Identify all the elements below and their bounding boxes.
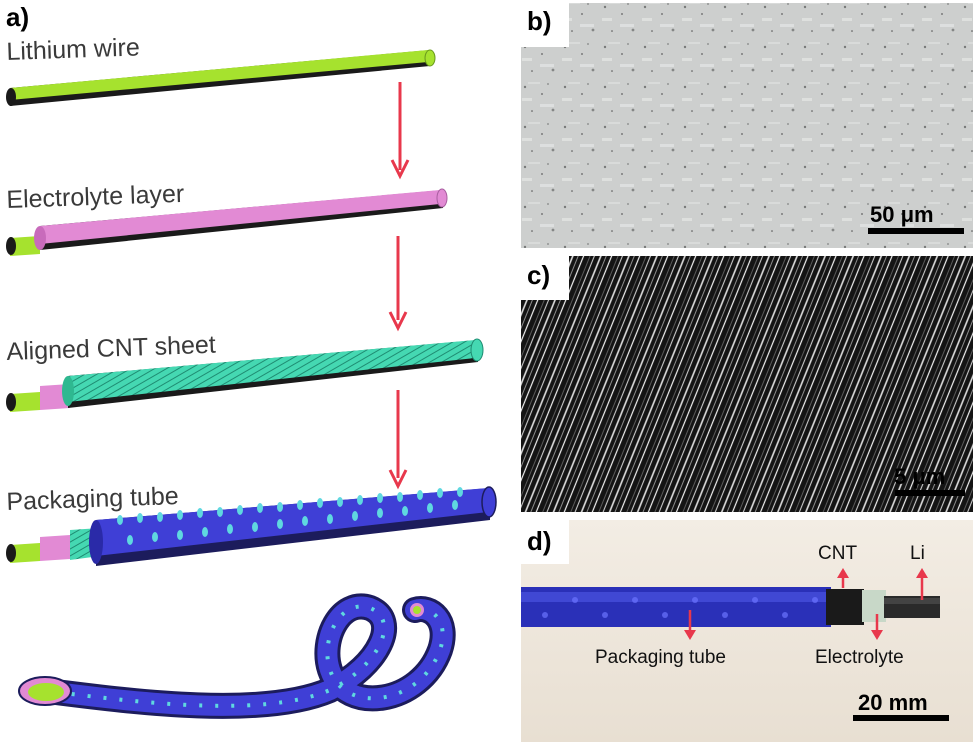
step-label-lithium-wire: Lithium wire (5, 33, 141, 66)
scale-bar-b (868, 228, 964, 234)
step-label-packaging-tube: Packaging tube (5, 481, 180, 516)
scale-bar-d (853, 715, 949, 721)
annotation-cnt: CNT (818, 543, 858, 564)
annotation-packaging-tube: Packaging tube (595, 647, 726, 668)
sem-image-c (521, 256, 973, 512)
step-label-electrolyte-layer: Electrolyte layer (5, 179, 185, 214)
cnt-wire-drawing (6, 338, 484, 412)
panel-b-label: b) (527, 6, 552, 36)
panel-c-label: c) (527, 260, 551, 290)
coiled-fiber-drawing (18, 593, 456, 719)
scale-bar-c (895, 490, 965, 496)
lithium-wire-drawing (6, 49, 436, 106)
packaging-wire-drawing (6, 486, 497, 566)
sem-image-b (521, 3, 973, 248)
annotation-electrolyte: Electrolyte (815, 647, 904, 668)
photo-d (521, 520, 973, 742)
scale-bar-c-text: 5 μm (894, 464, 946, 489)
scale-bar-b-text: 50 μm (870, 202, 934, 227)
panel-a-label: a) (6, 2, 30, 32)
annotation-li: Li (910, 543, 925, 564)
scale-bar-d-text: 20 mm (858, 690, 928, 715)
electrolyte-wire-drawing (6, 188, 448, 256)
panel-d-label: d) (527, 526, 552, 556)
